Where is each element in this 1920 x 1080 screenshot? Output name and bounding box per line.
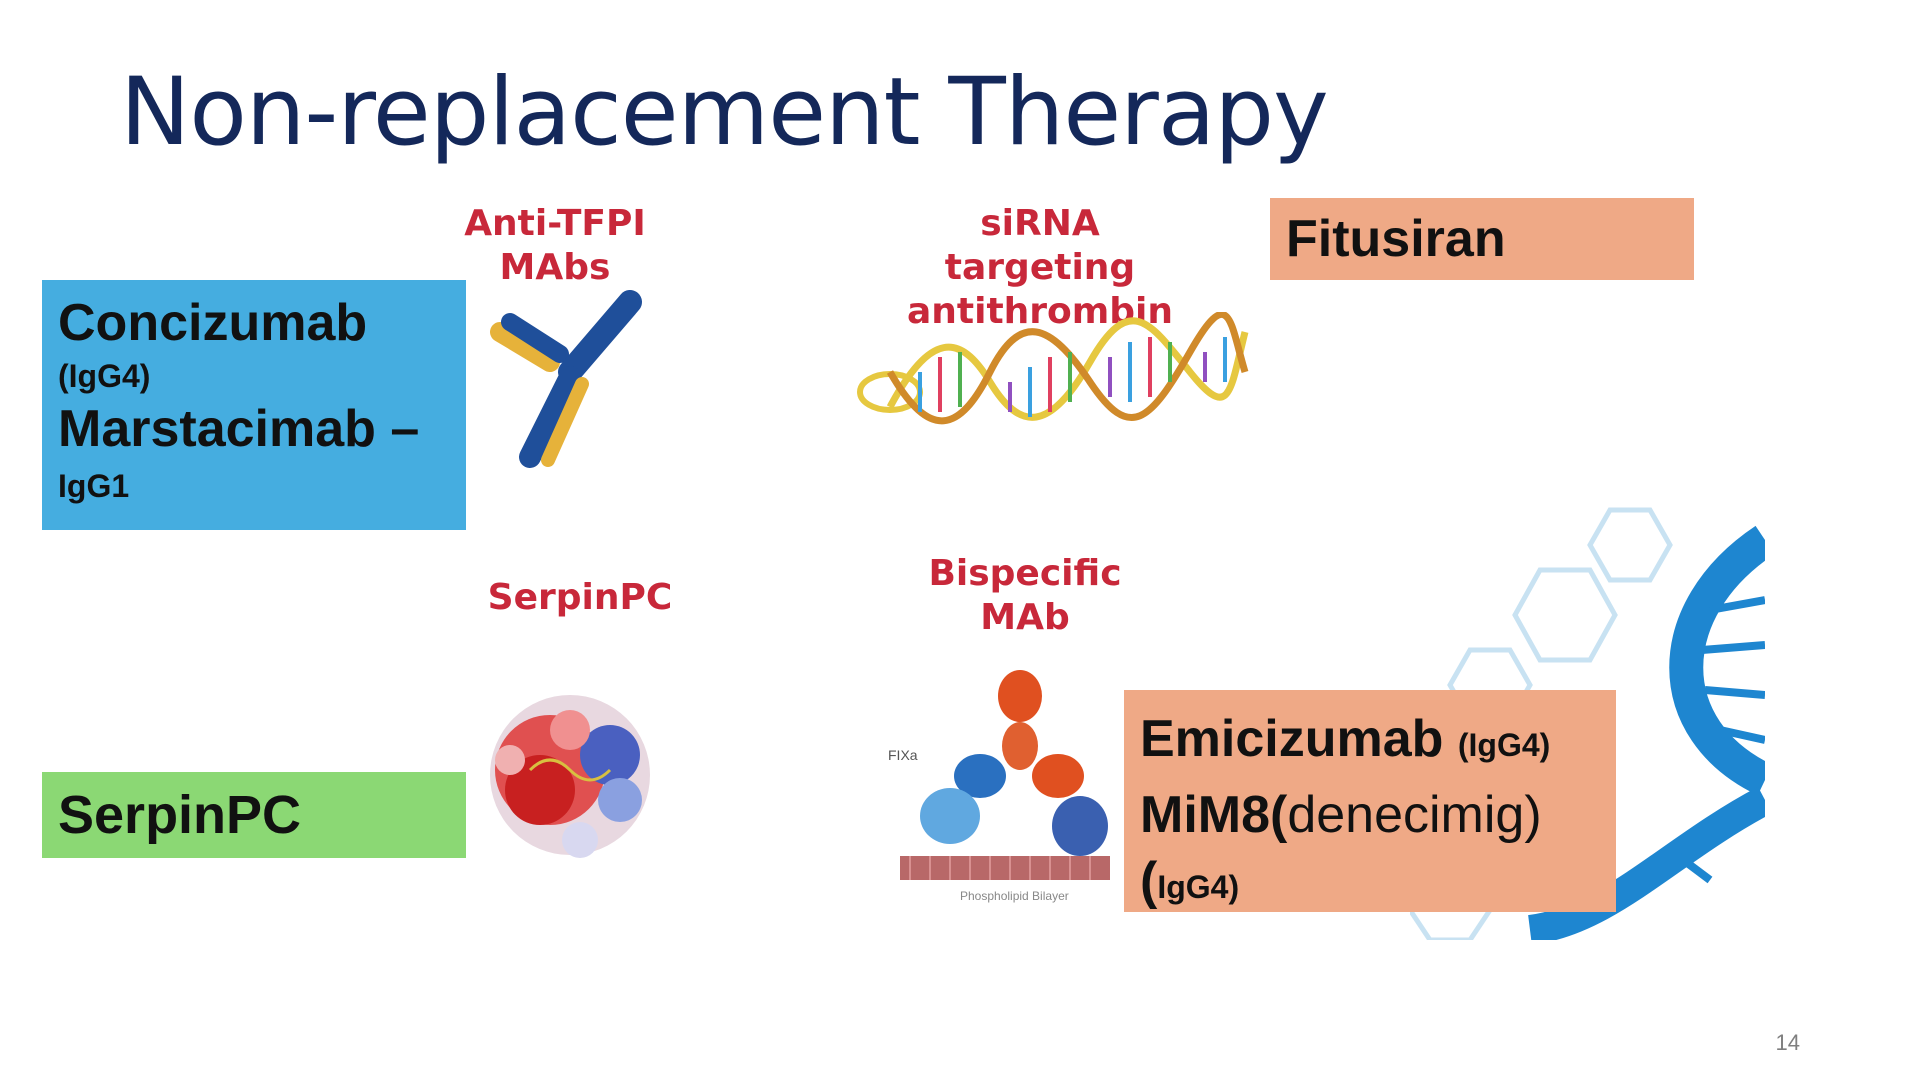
antibody-icon (490, 290, 642, 468)
mim8-paren: ( (1140, 852, 1158, 910)
concizumab-isotype: (IgG4) (58, 358, 151, 394)
marstacimab-text: Marstacimab – (58, 400, 420, 458)
emicizumab-line: Emicizumab (IgG4) (1140, 704, 1600, 780)
fitusiran-box: Fitusiran (1270, 198, 1694, 280)
fixa-label: FIXa (888, 747, 918, 763)
emicizumab-mim8-box: Emicizumab (IgG4) MiM8(denecimig) (IgG4) (1124, 690, 1616, 912)
label-bispecific-line2: MAb (980, 597, 1070, 638)
mim8-isotype-line: (IgG4) (1140, 850, 1600, 918)
fitusiran-text: Fitusiran (1286, 210, 1506, 268)
label-serpinpc-text: SerpinPC (487, 577, 673, 618)
mim8-isotype: IgG4) (1157, 869, 1240, 905)
page-number: 14 (1775, 1030, 1800, 1055)
label-anti-tfpi-line2: MAbs (499, 247, 611, 288)
label-sirna-line2: antithrombin (906, 291, 1174, 332)
dna-helix-icon (857, 312, 1249, 425)
serpin-protein-icon (490, 695, 650, 858)
serpinpc-box: SerpinPC (42, 772, 466, 858)
marstacimab-isotype: IgG1 (58, 468, 130, 504)
serpinpc-text: SerpinPC (58, 785, 302, 845)
label-anti-tfpi: Anti-TFPI MAbs (440, 202, 670, 290)
emicizumab-isotype: (IgG4) (1457, 727, 1551, 763)
label-serpinpc: SerpinPC (470, 576, 690, 620)
label-anti-tfpi-line1: Anti-TFPI (464, 203, 646, 244)
mim8-line: MiM8(denecimig) (1140, 780, 1600, 850)
label-sirna-line1: siRNA targeting (944, 203, 1136, 288)
bispecific-antibody-icon: FIXa Phospholipid Bilayer (888, 670, 1110, 903)
emicizumab-text: Emicizumab (1140, 710, 1444, 768)
phospholipid-label: Phospholipid Bilayer (960, 889, 1069, 903)
denecimig-text: denecimig) (1287, 786, 1542, 844)
slide-title: Non-replacement Therapy (120, 58, 1329, 167)
label-bispecific: Bispecific MAb (900, 552, 1150, 640)
concizumab-text: Concizumab (58, 294, 368, 352)
concizumab-marstacimab-box: Concizumab (IgG4) Marstacimab – IgG1 (42, 280, 466, 530)
dna-hexagon-decoration (1410, 507, 1765, 940)
label-sirna: siRNA targeting antithrombin (880, 202, 1200, 334)
label-bispecific-line1: Bispecific (928, 553, 1122, 594)
mim8-text: MiM8( (1140, 786, 1288, 844)
